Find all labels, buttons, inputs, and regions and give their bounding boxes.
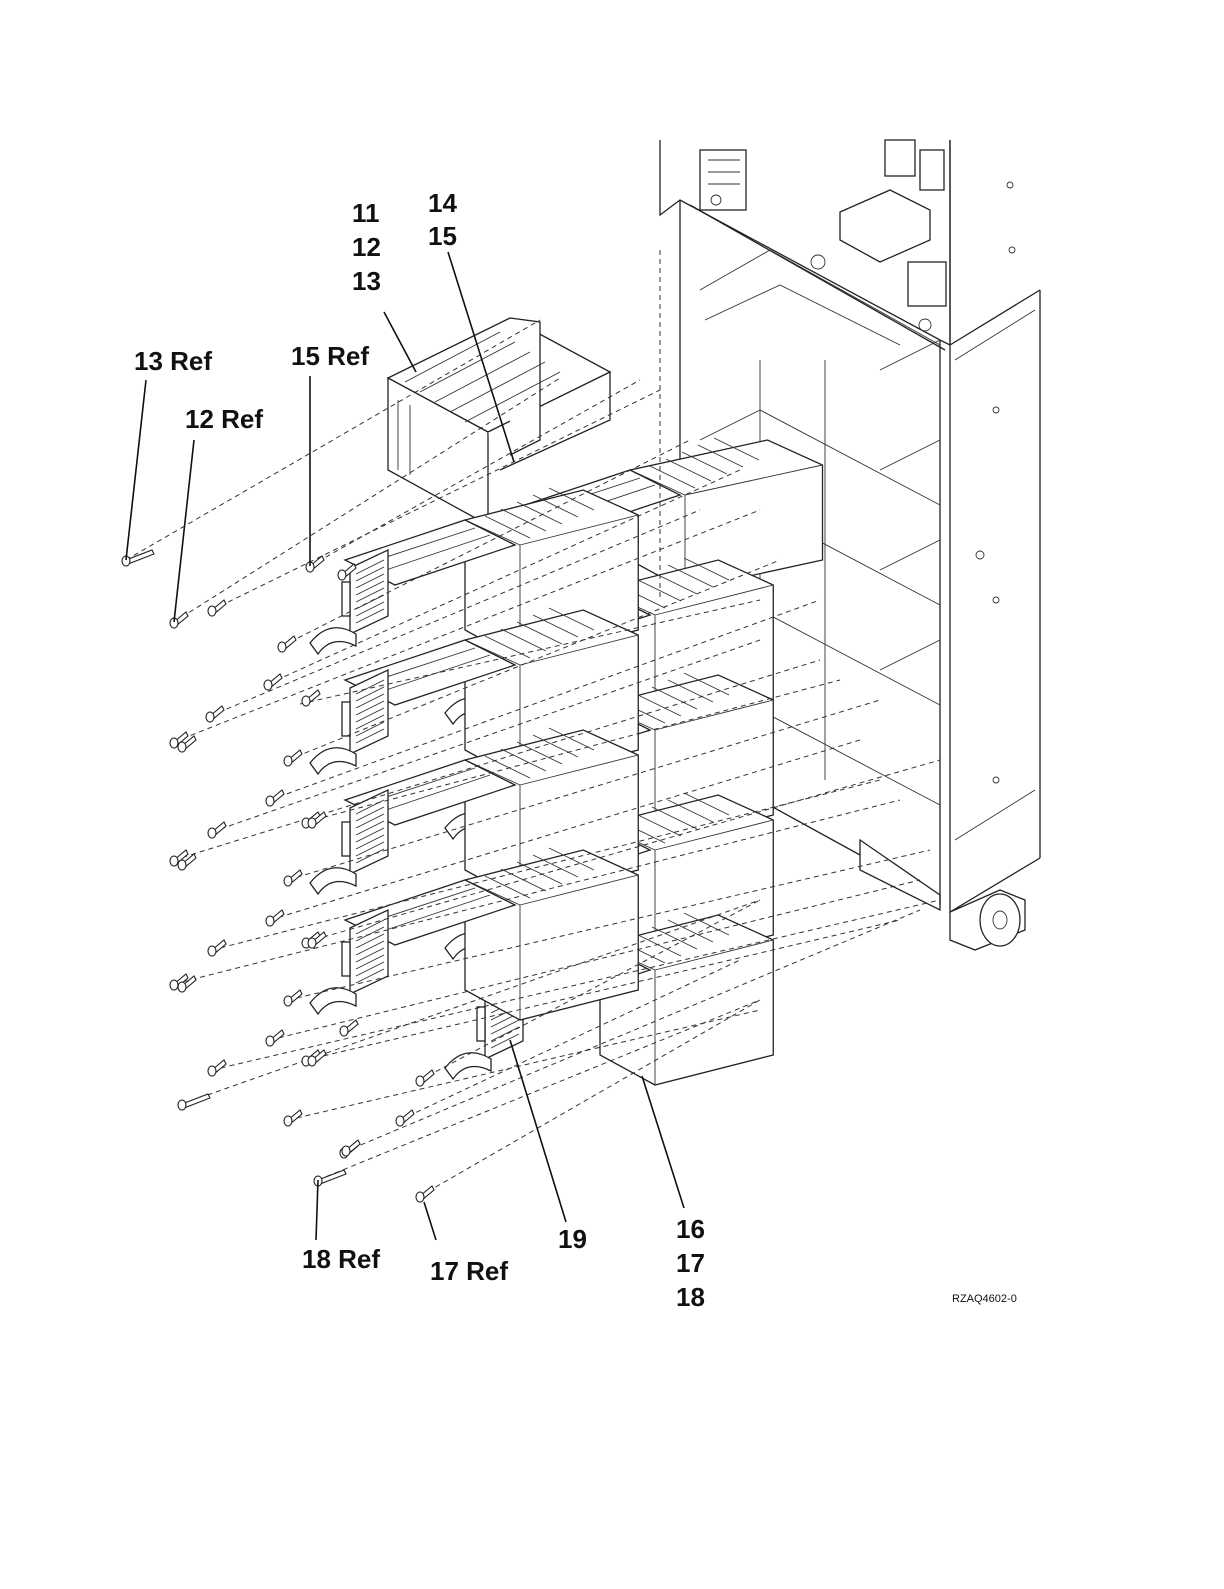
screw-icon bbox=[266, 790, 284, 806]
assembly-guide-line bbox=[318, 1000, 760, 1180]
screw-icon bbox=[314, 1170, 346, 1186]
screw-icon bbox=[306, 556, 324, 572]
screw-icon bbox=[170, 612, 188, 628]
dasd-cage-stack bbox=[310, 438, 823, 1085]
screw-icon bbox=[266, 910, 284, 926]
screw-icon bbox=[342, 1140, 360, 1156]
screw-icon bbox=[416, 1186, 434, 1202]
screw-icon bbox=[208, 1060, 226, 1076]
callout-15-ref: 15 Ref bbox=[291, 341, 369, 371]
screw-icon bbox=[302, 690, 320, 706]
callout-16: 16 bbox=[676, 1214, 705, 1244]
callout-18-ref: 18 Ref bbox=[302, 1244, 380, 1274]
screw-icon bbox=[284, 750, 302, 766]
callout-15: 15 bbox=[428, 221, 457, 251]
callout-11: 11 bbox=[352, 198, 380, 228]
callout-18: 18 bbox=[676, 1282, 705, 1312]
screw-icon bbox=[178, 1094, 210, 1110]
callout-14: 14 bbox=[428, 188, 457, 218]
callout-17-ref: 17 Ref bbox=[430, 1256, 508, 1286]
callout-17: 17 bbox=[676, 1248, 705, 1278]
screw-set bbox=[122, 550, 434, 1202]
screw-icon bbox=[208, 940, 226, 956]
callout-12-ref: 12 Ref bbox=[185, 404, 263, 434]
caster-wheel-icon bbox=[950, 890, 1025, 950]
screw-icon bbox=[264, 674, 282, 690]
assembly-guide-line bbox=[420, 1000, 760, 1196]
latch-handle-icon bbox=[310, 988, 356, 1014]
latch-handle-icon bbox=[445, 1053, 491, 1079]
callout-12: 12 bbox=[352, 232, 381, 262]
screw-icon bbox=[284, 1110, 302, 1126]
screw-icon bbox=[284, 990, 302, 1006]
figure-id: RZAQ4602-0 bbox=[952, 1293, 1017, 1305]
screw-icon bbox=[208, 600, 226, 616]
screw-icon bbox=[416, 1070, 434, 1086]
callout-19: 19 bbox=[558, 1224, 587, 1254]
latch-handle-icon bbox=[310, 748, 356, 774]
latch-handle-icon bbox=[310, 628, 356, 654]
screw-icon bbox=[266, 1030, 284, 1046]
screw-icon bbox=[284, 870, 302, 886]
callout-13-ref: 13 Ref bbox=[134, 346, 212, 376]
screw-icon bbox=[278, 636, 296, 652]
screw-icon bbox=[206, 706, 224, 722]
callout-13: 13 bbox=[352, 266, 381, 296]
screw-icon bbox=[208, 822, 226, 838]
